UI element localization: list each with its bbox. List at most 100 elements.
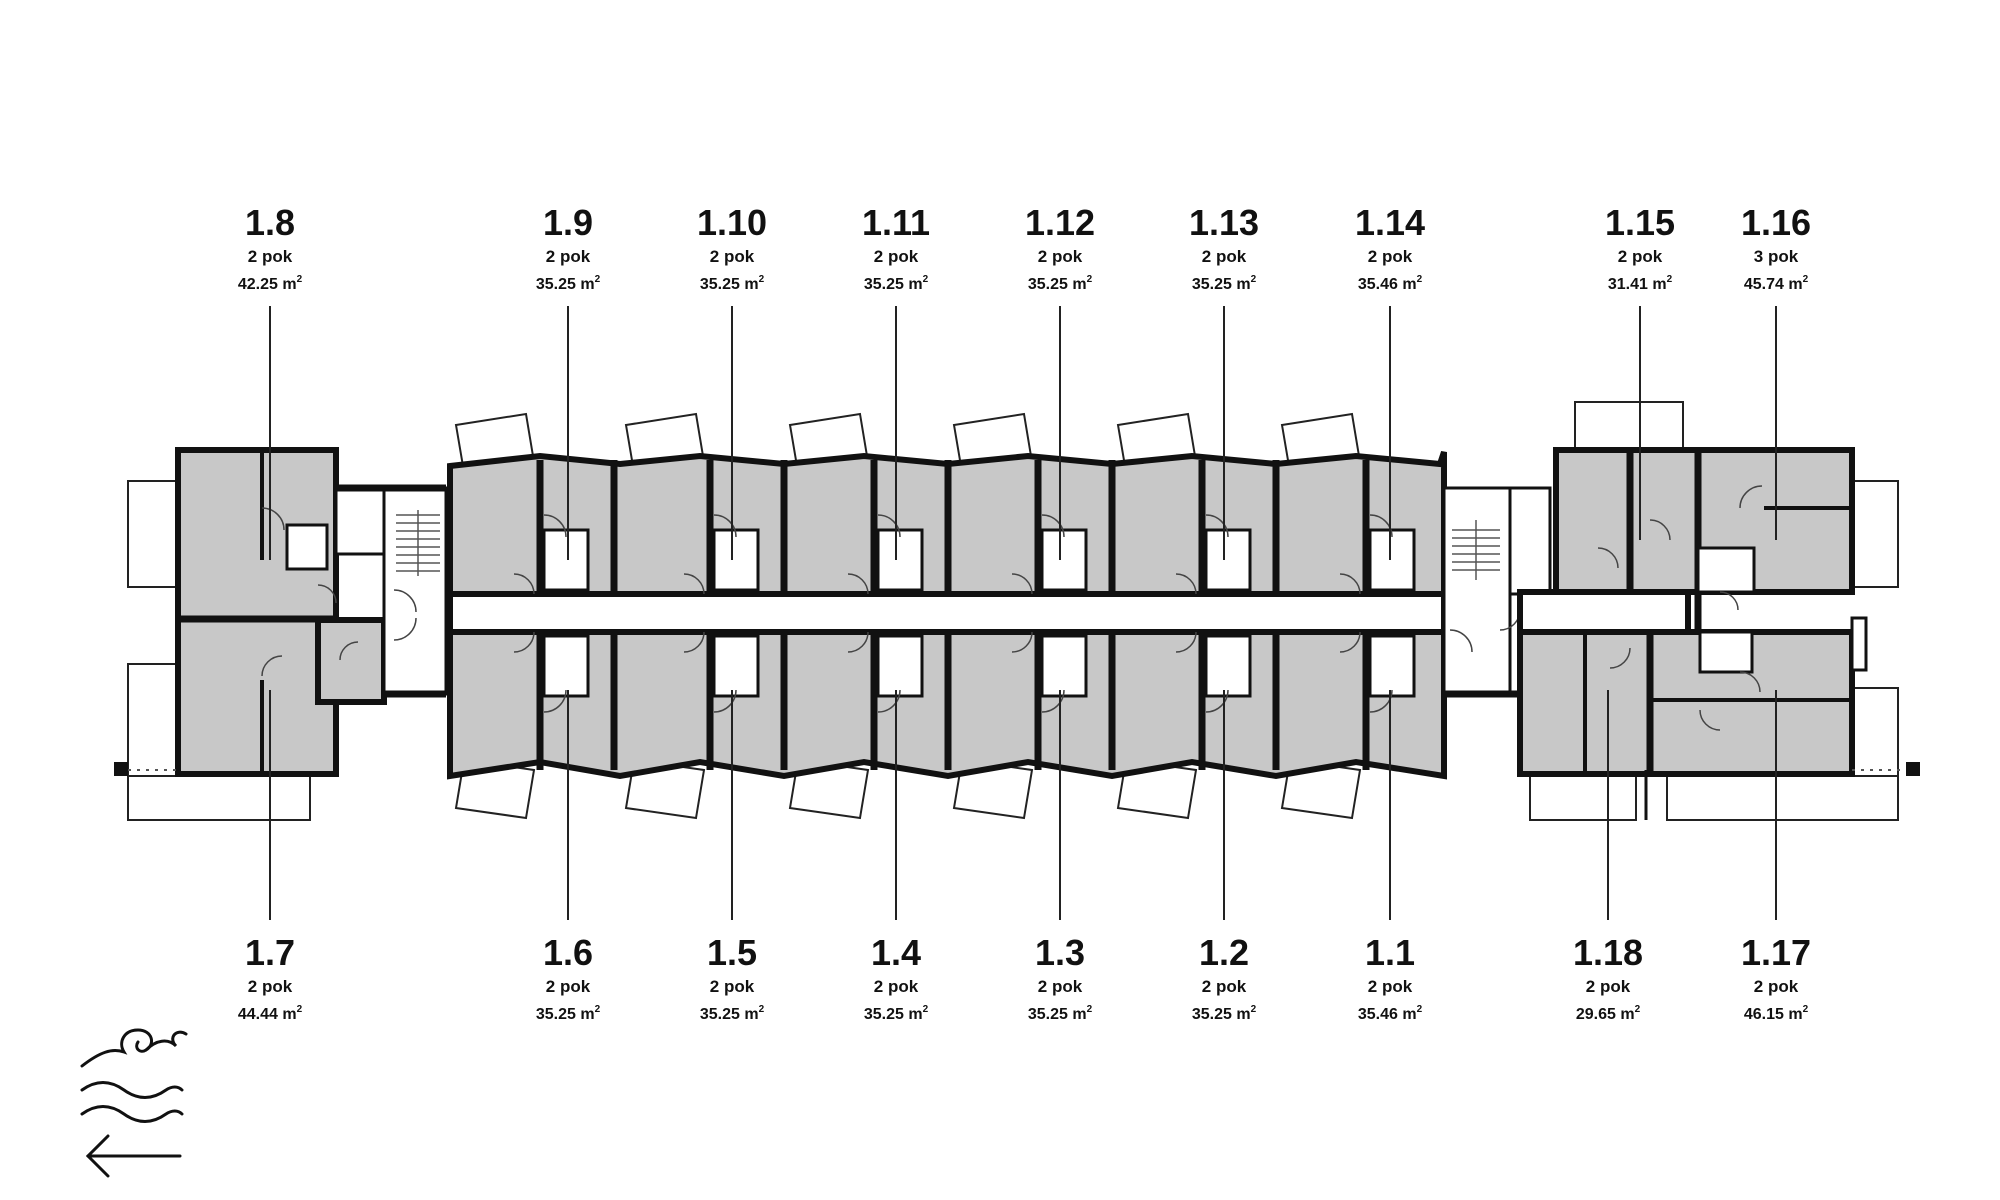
unit-number: 1.4 <box>871 932 921 973</box>
unit-label-1-5[interactable]: 1.5 2 pok 35.25 m2 <box>700 932 765 1023</box>
door-swing <box>1011 631 1033 653</box>
door-swing <box>1175 573 1197 595</box>
unit-area: 35.46 m2 <box>1358 274 1423 293</box>
unit-rooms: 2 pok <box>546 247 591 266</box>
unit-number: 1.5 <box>707 932 757 973</box>
unit-area: 29.65 m2 <box>1576 1004 1641 1023</box>
unit-number: 1.6 <box>543 932 593 973</box>
unit-number: 1.2 <box>1199 932 1249 973</box>
bathroom <box>712 634 760 698</box>
unit-area: 35.25 m2 <box>864 1004 929 1023</box>
unit-area: 35.25 m2 <box>536 274 601 293</box>
unit-number: 1.16 <box>1741 202 1811 243</box>
bathroom <box>876 634 924 698</box>
door-swing <box>713 514 737 538</box>
door-swing <box>1041 689 1065 713</box>
unit-area: 35.25 m2 <box>1192 274 1257 293</box>
door-swing <box>1339 631 1361 653</box>
door-swing <box>683 631 705 653</box>
unit-number: 1.1 <box>1365 932 1415 973</box>
unit-label-1-3[interactable]: 1.3 2 pok 35.25 m2 <box>1028 932 1093 1023</box>
unit-rooms: 2 pok <box>1754 977 1799 996</box>
unit-rooms: 2 pok <box>248 977 293 996</box>
unit-area: 35.25 m2 <box>1028 1004 1093 1023</box>
bottom-unit-labels: 1.7 2 pok 44.44 m2 1.6 2 pok 35.25 m2 1.… <box>238 932 1811 1023</box>
unit-rooms: 2 pok <box>1038 247 1083 266</box>
door-swing <box>713 689 737 713</box>
unit-area: 44.44 m2 <box>238 1004 303 1023</box>
unit-rooms: 2 pok <box>1202 977 1247 996</box>
unit-number: 1.10 <box>697 202 767 243</box>
unit-label-1-7[interactable]: 1.7 2 pok 44.44 m2 <box>238 932 303 1023</box>
unit-area: 45.74 m2 <box>1744 274 1809 293</box>
door-swing <box>543 514 567 538</box>
door-swing <box>543 689 567 713</box>
door-swing <box>1205 514 1229 538</box>
unit-rooms: 2 pok <box>1618 247 1663 266</box>
bathroom <box>1368 634 1416 698</box>
unit-label-1-12[interactable]: 1.12 2 pok 35.25 m2 <box>1025 202 1095 293</box>
right-wing <box>1517 447 1868 777</box>
bathroom <box>712 528 760 592</box>
unit-label-1-16[interactable]: 1.16 3 pok 45.74 m2 <box>1741 202 1811 293</box>
unit-rooms: 2 pok <box>1038 977 1083 996</box>
unit-area: 35.46 m2 <box>1358 1004 1423 1023</box>
unit-label-1-15[interactable]: 1.15 2 pok 31.41 m2 <box>1605 202 1675 293</box>
left-wing <box>175 447 448 777</box>
unit-number: 1.9 <box>543 202 593 243</box>
right-end-post <box>1906 762 1920 776</box>
unit-label-1-11[interactable]: 1.11 2 pok 35.25 m2 <box>862 202 930 293</box>
top-unit-labels: 1.8 2 pok 42.25 m2 1.9 2 pok 35.25 m2 1.… <box>238 202 1811 293</box>
door-swing <box>683 573 705 595</box>
unit-number: 1.13 <box>1189 202 1259 243</box>
left-end-post <box>114 762 128 776</box>
unit-rooms: 2 pok <box>1368 247 1413 266</box>
unit-rooms: 3 pok <box>1754 247 1799 266</box>
door-swing <box>1041 514 1065 538</box>
unit-label-1-17[interactable]: 1.17 2 pok 46.15 m2 <box>1741 932 1811 1023</box>
unit-number: 1.12 <box>1025 202 1095 243</box>
door-swing <box>1205 689 1229 713</box>
unit-rooms: 2 pok <box>710 977 755 996</box>
unit-label-1-18[interactable]: 1.18 2 pok 29.65 m2 <box>1573 932 1643 1023</box>
unit-rooms: 2 pok <box>874 247 919 266</box>
unit-label-1-14[interactable]: 1.14 2 pok 35.46 m2 <box>1355 202 1425 293</box>
unit-number: 1.7 <box>245 932 295 973</box>
unit-label-1-1[interactable]: 1.1 2 pok 35.46 m2 <box>1358 932 1423 1023</box>
bathroom <box>1204 634 1252 698</box>
unit-number: 1.14 <box>1355 202 1425 243</box>
bathroom <box>1204 528 1252 592</box>
bathroom <box>1368 528 1416 592</box>
unit-label-1-2[interactable]: 1.2 2 pok 35.25 m2 <box>1192 932 1257 1023</box>
unit-number: 1.3 <box>1035 932 1085 973</box>
unit-label-1-8[interactable]: 1.8 2 pok 42.25 m2 <box>238 202 303 293</box>
unit-area: 35.25 m2 <box>1028 274 1093 293</box>
bathroom <box>1040 528 1088 592</box>
unit-rooms: 2 pok <box>710 247 755 266</box>
unit-area: 35.25 m2 <box>700 274 765 293</box>
door-swing <box>847 631 869 653</box>
unit-area: 35.25 m2 <box>864 274 929 293</box>
middle-block <box>447 451 1447 780</box>
unit-label-1-10[interactable]: 1.10 2 pok 35.25 m2 <box>697 202 767 293</box>
unit-number: 1.17 <box>1741 932 1811 973</box>
unit-label-1-13[interactable]: 1.13 2 pok 35.25 m2 <box>1189 202 1259 293</box>
bathroom <box>542 634 590 698</box>
unit-area: 46.15 m2 <box>1744 1004 1809 1023</box>
unit-rooms: 2 pok <box>874 977 919 996</box>
bathroom <box>1040 634 1088 698</box>
unit-number: 1.15 <box>1605 202 1675 243</box>
unit-rooms: 2 pok <box>1368 977 1413 996</box>
unit-area: 35.25 m2 <box>536 1004 601 1023</box>
unit-label-1-9[interactable]: 1.9 2 pok 35.25 m2 <box>536 202 601 293</box>
unit-label-1-4[interactable]: 1.4 2 pok 35.25 m2 <box>864 932 929 1023</box>
unit-number: 1.8 <box>245 202 295 243</box>
door-swing <box>513 631 535 653</box>
unit-rooms: 2 pok <box>546 977 591 996</box>
door-swing <box>847 573 869 595</box>
door-swing <box>877 689 901 713</box>
unit-label-1-6[interactable]: 1.6 2 pok 35.25 m2 <box>536 932 601 1023</box>
unit-rooms: 2 pok <box>248 247 293 266</box>
door-swing <box>1369 689 1393 713</box>
